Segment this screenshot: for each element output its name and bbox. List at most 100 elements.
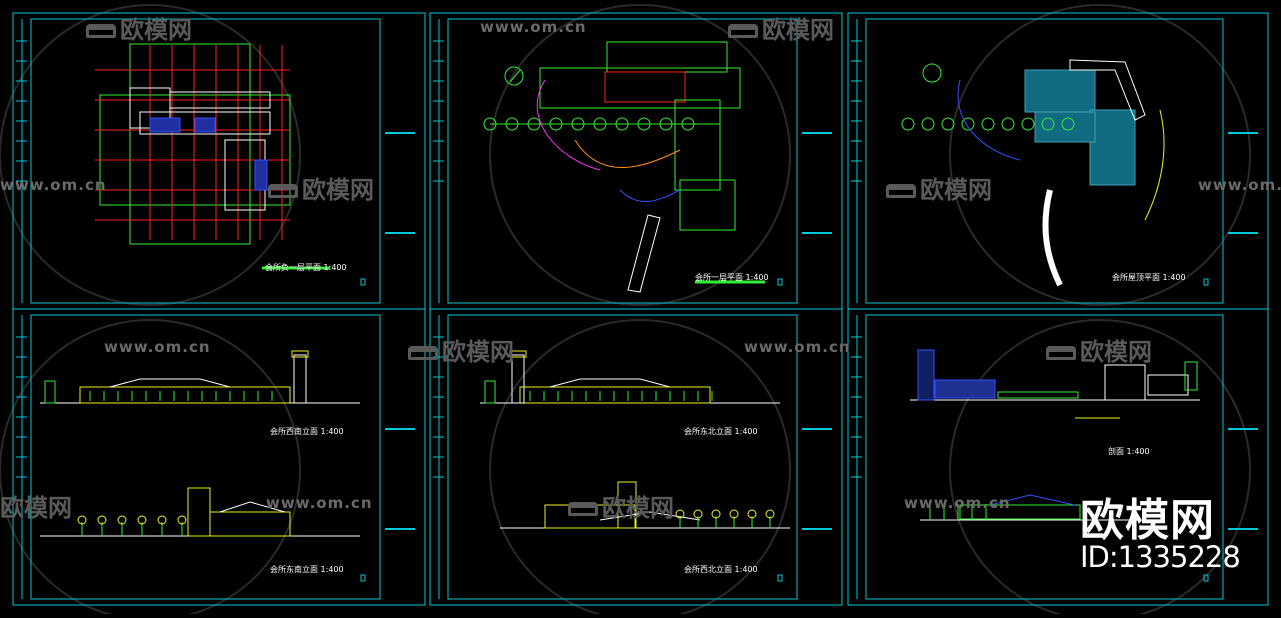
tree-crown — [137, 515, 147, 525]
tree-crown — [117, 515, 127, 525]
roof-hip — [1034, 111, 1096, 143]
sheet-frame-inner — [865, 18, 1224, 304]
landscape-curve — [574, 139, 681, 168]
title-block-mark — [1203, 574, 1209, 582]
sheet-title-section: 剖面 1:400 — [1108, 447, 1150, 456]
road-edge — [1144, 109, 1165, 221]
watermark-url: www.om.cn — [904, 494, 1011, 512]
level-marker — [44, 380, 56, 404]
sheet-frame-outer — [429, 308, 843, 606]
level-marker — [484, 380, 496, 404]
roof-profile — [109, 378, 231, 388]
resource-id-text: ID:1335228 — [1080, 540, 1241, 574]
boardwalk-path — [1042, 189, 1063, 287]
tree-crown — [675, 509, 685, 519]
building-outline — [674, 99, 721, 191]
sheet-title-southeast-elevation: 会所东南立面 1:400 — [270, 565, 344, 574]
tower — [917, 349, 935, 401]
sheet-frame-inner — [30, 314, 381, 600]
title-block-mark — [1203, 278, 1209, 286]
tree-crown — [157, 515, 167, 525]
roof-wing — [1069, 59, 1146, 121]
watermark-ring — [489, 319, 791, 618]
tree-crown — [177, 515, 187, 525]
sheet-frame-outer — [12, 308, 426, 606]
corridor — [169, 91, 271, 109]
watermark-url: www.om.cn — [0, 176, 107, 194]
watermark-url: www.om.cn — [1198, 176, 1281, 194]
watermark-url: www.om.cn — [480, 18, 587, 36]
north-arrow-icon — [509, 69, 521, 83]
room-fill — [194, 117, 216, 133]
facade-block — [209, 511, 291, 537]
roof-profile — [599, 511, 701, 521]
room-block — [139, 111, 271, 135]
tree-crown — [729, 509, 739, 519]
sheet-frame-inner — [865, 314, 1224, 600]
roof-hip — [1089, 109, 1136, 186]
roof-hip — [1024, 69, 1096, 113]
tree-symbol — [941, 117, 955, 131]
sheet-title-northeast-elevation: 会所东北立面 1:400 — [684, 427, 758, 436]
sheet-frame-outer — [12, 12, 426, 310]
watermark-brand: 欧模网 — [568, 488, 674, 523]
sheet-frame-outer — [429, 12, 843, 310]
watermark-url: www.om.cn — [744, 338, 851, 356]
building-outline — [539, 67, 741, 109]
tree-symbol — [901, 117, 915, 131]
room-fill — [149, 117, 181, 133]
tree-crown — [97, 515, 107, 525]
plan-outline — [129, 43, 251, 245]
tree-symbol — [1061, 117, 1075, 131]
watermark-brand: 欧模网 — [408, 332, 514, 367]
sheet-frame-inner — [30, 18, 381, 304]
tree-symbol — [921, 117, 935, 131]
tree-crown — [711, 509, 721, 519]
watermark-brand: 欧模网 — [86, 10, 192, 45]
section-block — [1104, 364, 1146, 401]
water-edge — [619, 189, 681, 203]
tree-crown — [77, 515, 87, 525]
brand-logo-text: 欧模网 — [1080, 495, 1215, 546]
landscape-curve — [536, 79, 601, 171]
title-block-mark — [360, 574, 366, 582]
tree-symbol — [961, 117, 975, 131]
watermark-ring — [0, 319, 301, 618]
building-core — [604, 71, 686, 103]
tree-symbol — [1041, 117, 1055, 131]
watermark-ring — [949, 319, 1251, 618]
title-block-mark — [360, 278, 366, 286]
section-slab — [959, 504, 1081, 520]
watermark-brand: 欧模网 — [0, 494, 72, 522]
boardwalk-path — [627, 214, 661, 293]
tree-crown — [765, 509, 775, 519]
facade-block — [519, 386, 711, 404]
tower-cap — [291, 350, 309, 358]
sheet-frame-inner — [447, 314, 798, 600]
watermark-ring — [0, 4, 301, 306]
plan-outline — [99, 94, 291, 206]
tower — [187, 487, 211, 537]
watermark-ring — [949, 4, 1251, 306]
tree-crown — [747, 509, 757, 519]
slab — [997, 391, 1079, 399]
north-arrow-icon — [504, 66, 524, 86]
watermark-brand: 欧模网 — [268, 170, 374, 205]
tower — [617, 481, 637, 529]
sheet-title-basement: 会所负一层平面 1:400 — [265, 263, 347, 272]
tower — [293, 354, 307, 404]
watermark-ring — [489, 4, 791, 306]
section-block — [934, 379, 996, 399]
landscape-curve — [957, 79, 1021, 161]
sheet-title-roof: 会所屋顶平面 1:400 — [1112, 273, 1186, 282]
building-outline — [679, 179, 736, 231]
roof-profile — [989, 494, 1076, 506]
section-block — [1147, 374, 1189, 396]
tree-symbol — [1021, 117, 1035, 131]
room-fill — [254, 159, 268, 191]
title-block-mark — [777, 278, 783, 286]
sheet-frame-inner — [447, 18, 798, 304]
watermark-brand: 欧模网 — [728, 10, 834, 45]
